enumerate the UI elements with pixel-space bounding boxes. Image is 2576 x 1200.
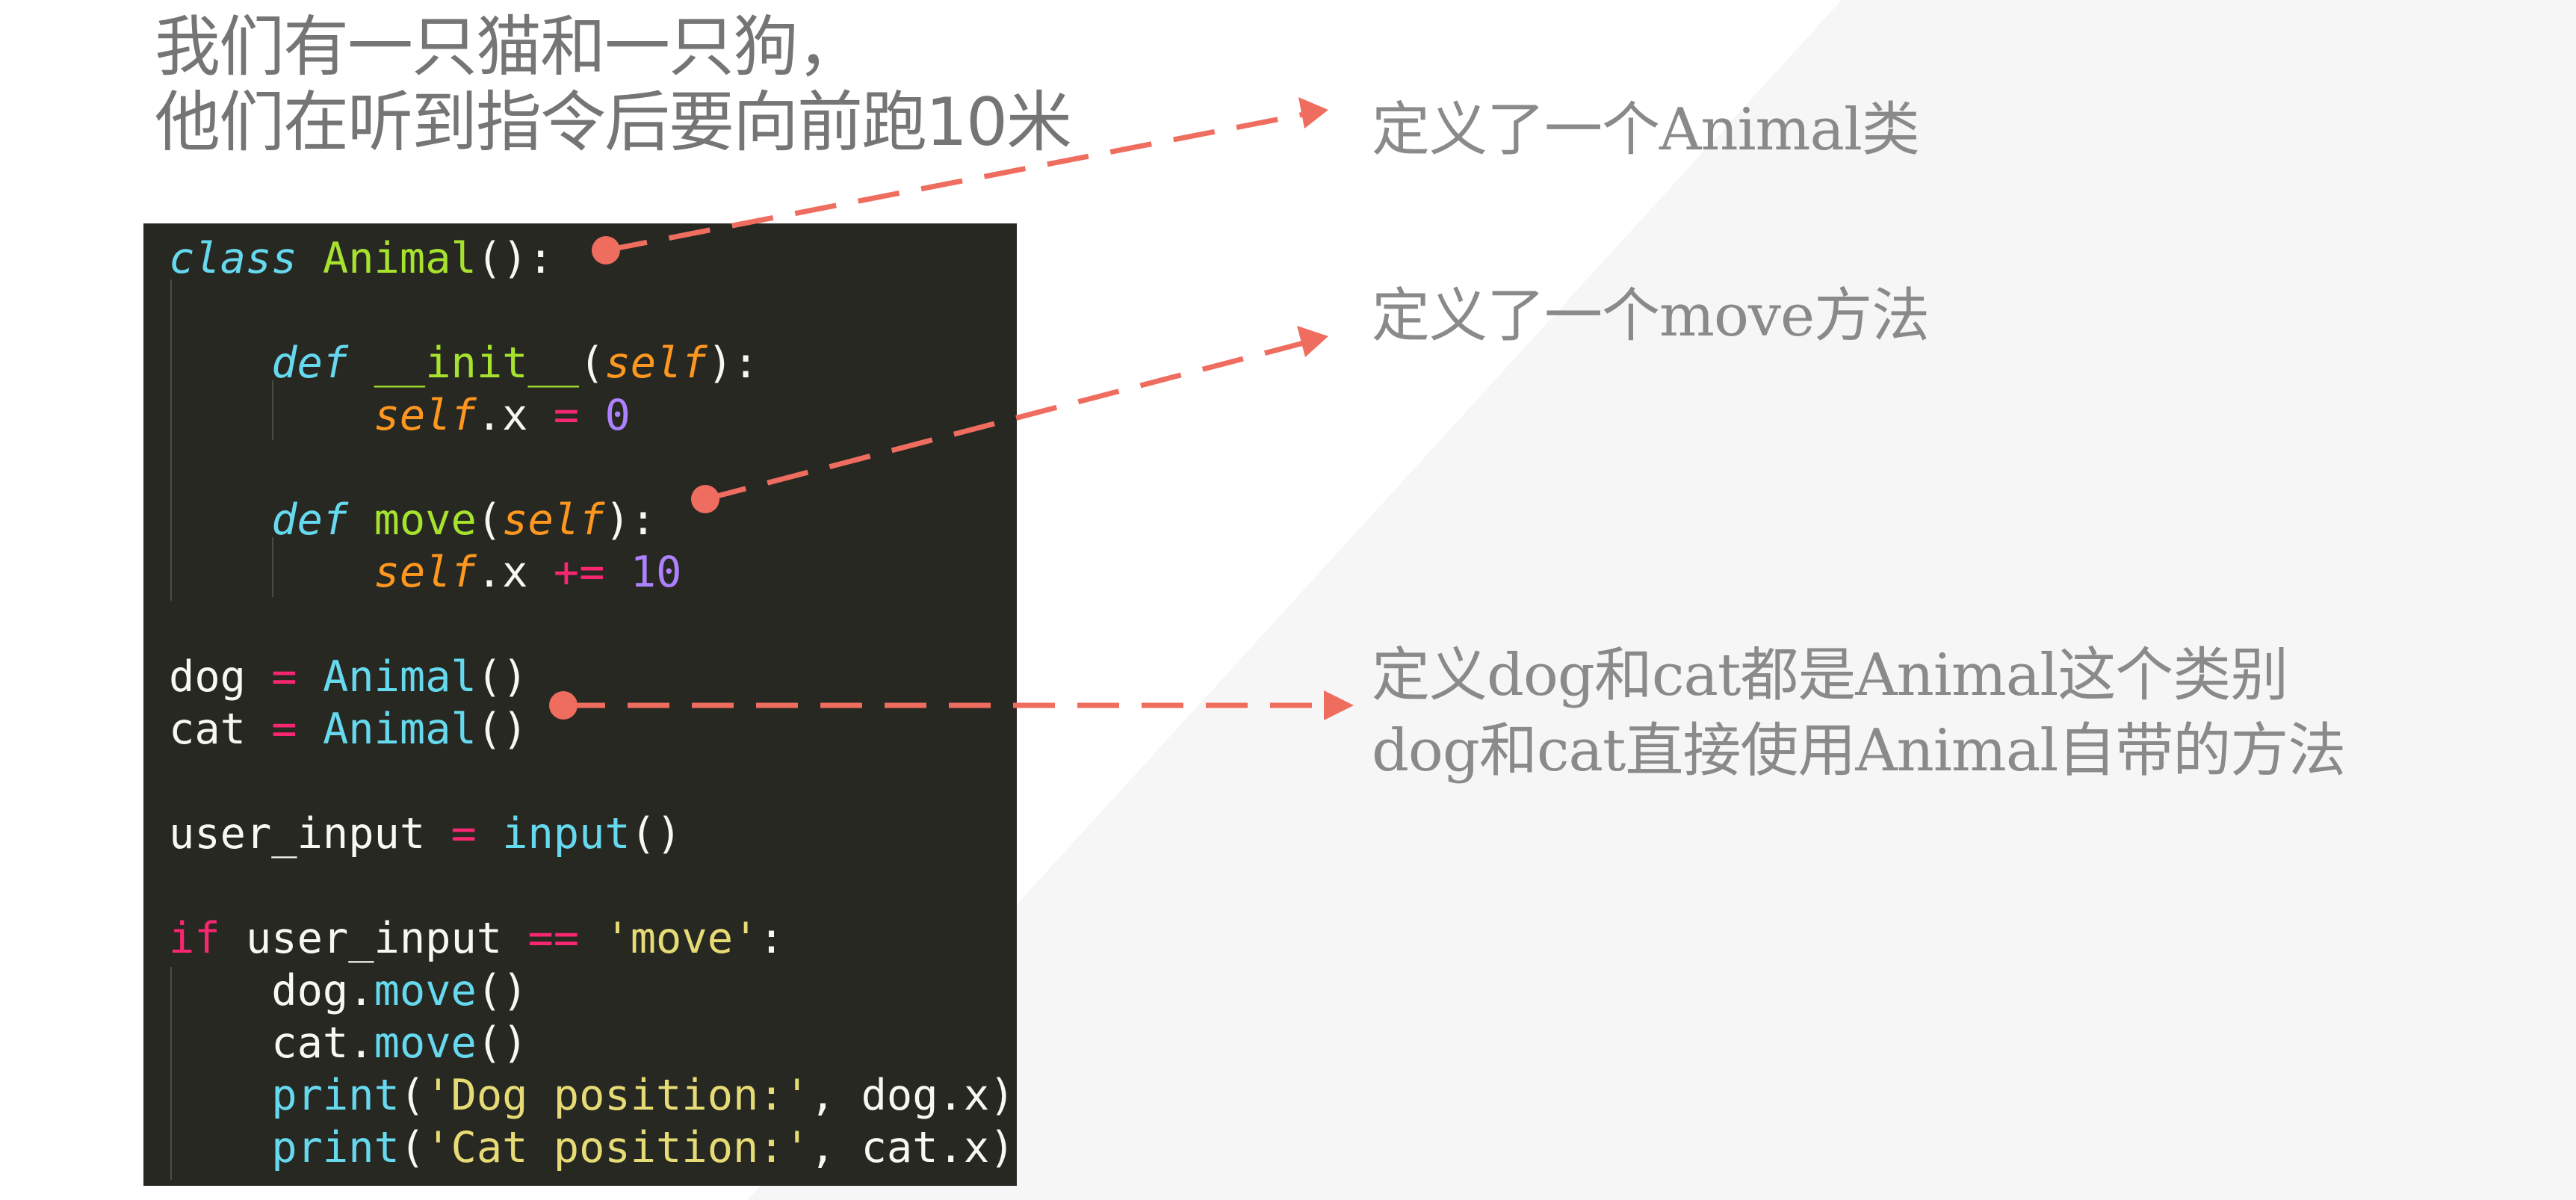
code-line-if: if user_input == 'move': bbox=[169, 912, 784, 965]
annotation-instances-line-1: 定义dog和cat都是Animal这个类别 bbox=[1372, 642, 2288, 709]
code-punct: , dog.x) bbox=[809, 1071, 1015, 1120]
code-attr: .x bbox=[476, 391, 554, 440]
code-line-dog-move: dog.move() bbox=[169, 965, 527, 1017]
code-string: 'move' bbox=[604, 914, 759, 963]
code-self: self bbox=[374, 391, 477, 440]
indent-guide bbox=[170, 967, 172, 1180]
indent-guide bbox=[272, 537, 273, 597]
code-punct: () bbox=[476, 966, 528, 1015]
slide-title: 我们有一只猫和一只狗， 他们在听到指令后要向前跑10米 bbox=[155, 8, 1072, 161]
code-call: move bbox=[374, 1018, 477, 1068]
code-function-name: __init__ bbox=[374, 338, 580, 388]
code-variable: user_input bbox=[220, 914, 528, 963]
code-call: Animal bbox=[322, 705, 477, 754]
code-line-class: class Animal(): bbox=[169, 232, 554, 285]
code-operator: = bbox=[271, 705, 297, 754]
code-punct: (): bbox=[476, 234, 554, 283]
code-self: self bbox=[502, 495, 605, 545]
title-line-2: 他们在听到指令后要向前跑10米 bbox=[155, 84, 1072, 161]
code-line-cat-move: cat.move() bbox=[169, 1017, 527, 1069]
code-variable: cat. bbox=[271, 1018, 374, 1068]
code-variable: dog. bbox=[271, 966, 374, 1015]
code-line-cat: cat = Animal() bbox=[169, 703, 527, 755]
code-punct: () bbox=[476, 705, 528, 754]
code-line-def-move: def move(self): bbox=[169, 494, 656, 546]
code-attr: .x bbox=[476, 548, 554, 597]
code-punct: ( bbox=[476, 495, 503, 545]
indent-guide bbox=[170, 279, 172, 601]
code-line-user-input: user_input = input() bbox=[169, 808, 681, 860]
code-operator: = bbox=[553, 391, 580, 440]
annotation-class: 定义了一个Animal类 bbox=[1372, 96, 1920, 164]
indent-guide bbox=[272, 380, 273, 440]
code-line-init-body: self.x = 0 bbox=[169, 389, 631, 442]
code-keyword: class bbox=[169, 234, 297, 283]
code-string: 'Cat position:' bbox=[425, 1123, 810, 1172]
code-operator: == bbox=[527, 914, 580, 963]
code-punct: () bbox=[630, 809, 682, 859]
code-line-move-body: self.x += 10 bbox=[169, 546, 682, 599]
code-punct: : bbox=[758, 914, 784, 963]
code-keyword: def bbox=[271, 495, 349, 545]
code-punct: ( bbox=[579, 338, 605, 388]
code-self: self bbox=[604, 338, 708, 388]
code-punct: ( bbox=[399, 1071, 426, 1120]
code-line-print-dog: print('Dog position:', dog.x) bbox=[169, 1069, 1015, 1122]
code-string: 'Dog position:' bbox=[425, 1071, 810, 1120]
code-panel: class Animal(): def __init__(self): self… bbox=[143, 223, 1017, 1186]
code-punct: , cat.x) bbox=[809, 1123, 1015, 1172]
code-number: 0 bbox=[604, 391, 631, 440]
code-line-print-cat: print('Cat position:', cat.x) bbox=[169, 1122, 1015, 1174]
code-call: input bbox=[502, 809, 631, 859]
code-variable: cat bbox=[169, 705, 272, 754]
code-punct: () bbox=[476, 1018, 528, 1068]
annotation-move-method: 定义了一个move方法 bbox=[1372, 282, 1930, 350]
code-self: self bbox=[374, 548, 477, 597]
title-line-1: 我们有一只猫和一只狗， bbox=[155, 8, 863, 85]
code-keyword: if bbox=[169, 914, 220, 963]
code-function-name: move bbox=[374, 495, 477, 545]
code-operator: = bbox=[451, 809, 477, 859]
code-call: print bbox=[271, 1123, 400, 1172]
code-punct: ): bbox=[707, 338, 759, 388]
code-line-def-init: def __init__(self): bbox=[169, 337, 758, 389]
code-variable: dog bbox=[169, 652, 272, 702]
code-operator: = bbox=[271, 652, 297, 702]
code-operator: += bbox=[553, 548, 605, 597]
code-punct: ): bbox=[604, 495, 657, 545]
code-punct: () bbox=[476, 652, 528, 702]
code-class-name: Animal bbox=[322, 234, 477, 283]
code-variable: user_input bbox=[169, 809, 451, 859]
code-punct: ( bbox=[399, 1123, 426, 1172]
code-call: move bbox=[374, 966, 477, 1015]
annotation-instances-line-2: dog和cat直接使用Animal自带的方法 bbox=[1372, 717, 2346, 785]
code-line-dog: dog = Animal() bbox=[169, 651, 527, 703]
code-keyword: def bbox=[271, 338, 349, 388]
code-number: 10 bbox=[630, 548, 682, 597]
code-call: Animal bbox=[322, 652, 477, 702]
code-call: print bbox=[271, 1071, 400, 1120]
